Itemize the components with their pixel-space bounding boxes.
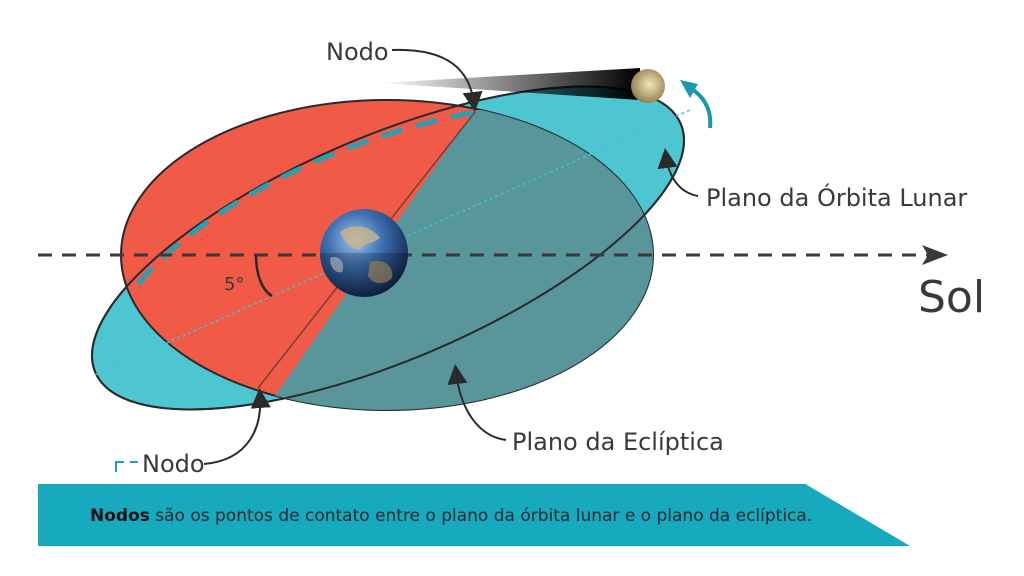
ecliptic-plane-label: Plano da Eclíptica	[512, 428, 724, 456]
caption-bold: Nodos	[90, 506, 150, 526]
moon-icon	[631, 69, 665, 103]
angle-label: 5°	[224, 274, 244, 295]
moon-motion-arrow	[688, 86, 713, 129]
node-bottom-label: Nodo	[142, 450, 205, 478]
caption-text: Nodos são os pontos de contato entre o p…	[90, 506, 812, 526]
moon-shadow-cone	[380, 68, 640, 100]
earth-icon	[320, 209, 408, 297]
ecliptic-plane-pointer	[447, 364, 507, 441]
caption-banner	[38, 484, 910, 546]
direction-arrow-icon	[922, 245, 948, 265]
inclination-angle-arc	[254, 254, 273, 298]
node-bottom-bracket	[115, 461, 138, 472]
sun-label: Sol	[918, 272, 985, 323]
lunar-orbit-outline	[91, 85, 685, 411]
node-top-label: Nodo	[326, 38, 389, 66]
node-bottom-pointer	[203, 388, 271, 465]
caption-rest: são os pontos de contato entre o plano d…	[149, 506, 813, 526]
node-top-pointer	[391, 48, 483, 112]
lunar-plane-label: Plano da Órbita Lunar	[706, 182, 967, 212]
lunar-plane-pointer	[657, 148, 699, 197]
moon-motion-arrowhead-icon	[680, 80, 698, 98]
